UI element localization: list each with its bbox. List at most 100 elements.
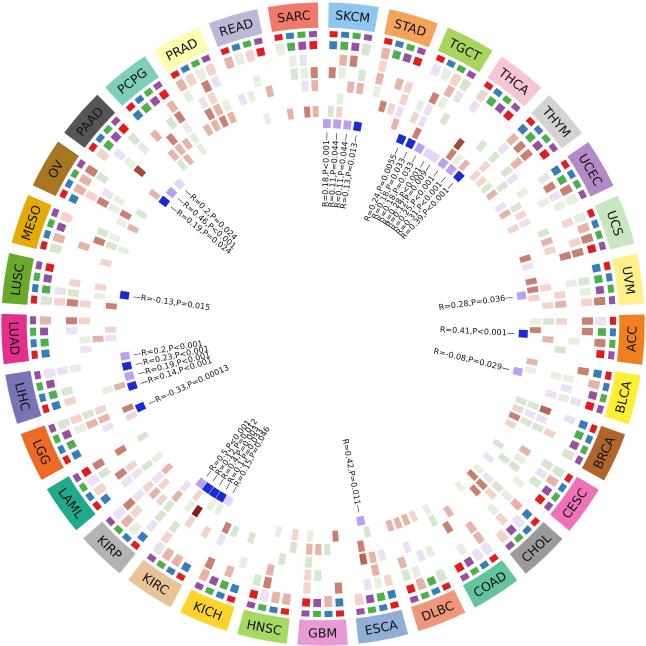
feature-cell-inner xyxy=(569,440,580,451)
heatmap-cell xyxy=(510,157,523,170)
heatmap-cell xyxy=(101,187,115,200)
heatmap-cell xyxy=(141,459,154,472)
heatmap-cell xyxy=(514,209,527,221)
feature-cell xyxy=(204,586,215,596)
heatmap-cell xyxy=(465,520,478,534)
heatmap-cell xyxy=(594,316,607,325)
heatmap-cell xyxy=(403,81,414,94)
heatmap-cell xyxy=(511,514,525,528)
feature-cell xyxy=(564,473,574,484)
heatmap-cell xyxy=(301,80,309,92)
heatmap-cell xyxy=(289,541,298,554)
feature-cell-inner xyxy=(586,244,597,254)
feature-cell xyxy=(70,168,80,179)
cancer-label-box-cesc xyxy=(549,475,600,532)
heatmap-cell xyxy=(565,279,578,288)
heatmap-cell xyxy=(221,521,232,535)
feature-cell-inner xyxy=(521,508,533,520)
feature-cell xyxy=(416,47,427,56)
feature-cell xyxy=(38,393,47,403)
feature-cell-inner xyxy=(351,42,360,52)
feature-cell xyxy=(110,116,121,127)
feature-cell xyxy=(175,572,186,582)
heatmap-cell xyxy=(238,556,249,569)
heatmap-cell xyxy=(332,530,339,542)
heatmap-cell xyxy=(454,480,466,493)
heatmap-cell xyxy=(377,60,388,73)
heatmap-cell xyxy=(537,172,551,185)
feature-cell xyxy=(577,189,587,200)
feature-cell xyxy=(431,586,441,596)
feature-cell xyxy=(420,591,430,600)
heatmap-cell xyxy=(442,505,455,518)
feature-cell xyxy=(146,553,157,563)
feature-cell-inner xyxy=(335,598,344,607)
heatmap-cell xyxy=(213,502,224,516)
feature-cell xyxy=(541,133,551,144)
heatmap-cell xyxy=(581,317,594,325)
heatmap-cell xyxy=(96,196,110,209)
heatmap-cell xyxy=(263,112,272,125)
heatmap-cell xyxy=(274,525,283,538)
heatmap-cell xyxy=(310,67,318,79)
feature-cell-inner xyxy=(505,524,517,536)
heatmap-cell xyxy=(121,403,135,414)
heatmap-cell xyxy=(541,301,554,309)
heatmap-cell xyxy=(469,484,482,497)
feature-cell xyxy=(603,261,611,271)
annotation-cell xyxy=(215,491,227,503)
heatmap-cell xyxy=(554,300,567,309)
heatmap-cell xyxy=(67,288,80,297)
heatmap-cell xyxy=(195,68,207,82)
heatmap-cell xyxy=(555,317,568,325)
feature-cell-inner xyxy=(61,429,73,440)
heatmap-cell xyxy=(115,217,128,229)
feature-cell xyxy=(48,423,57,434)
feature-cell-inner xyxy=(556,174,568,186)
heatmap-cell xyxy=(134,208,148,220)
feature-cell xyxy=(308,31,318,38)
cancer-label-box-ucec xyxy=(566,141,615,198)
feature-cell xyxy=(389,601,400,609)
heatmap-cell xyxy=(540,236,554,247)
heatmap-cell xyxy=(78,317,91,325)
heatmap-cell xyxy=(179,480,192,493)
heatmap-cell xyxy=(515,187,529,199)
annotation-label: R=0.41,P<0.001— xyxy=(440,325,515,338)
heatmap-cell xyxy=(97,466,111,480)
heatmap-cell xyxy=(537,227,550,238)
heatmap-cell xyxy=(377,549,387,562)
feature-cell-inner xyxy=(40,338,49,347)
heatmap-cell xyxy=(383,574,394,587)
feature-cell-inner xyxy=(229,583,240,594)
feature-cell-inner xyxy=(587,390,598,401)
heatmap-cell xyxy=(93,482,107,496)
heatmap-cell xyxy=(443,84,455,99)
heatmap-cell xyxy=(291,528,299,541)
heatmap-cell xyxy=(518,217,532,229)
feature-cell-inner xyxy=(412,56,423,67)
heatmap-cell xyxy=(206,498,217,512)
heatmap-cell xyxy=(174,143,187,156)
heatmap-cell xyxy=(113,506,127,520)
heatmap-cell xyxy=(506,173,519,185)
feature-cell-inner xyxy=(402,53,413,63)
heatmap-cell xyxy=(466,469,479,481)
heatmap-cell xyxy=(168,520,181,534)
feature-cell xyxy=(134,94,145,105)
annotation-cell xyxy=(333,119,342,129)
heatmap-cell xyxy=(107,203,121,215)
feature-cell xyxy=(513,533,524,543)
heatmap-cell xyxy=(540,458,554,471)
feature-cell-inner xyxy=(140,102,152,114)
heatmap-cell xyxy=(265,563,275,577)
heatmap-cell xyxy=(93,292,106,300)
feature-cell xyxy=(201,54,211,64)
heatmap-cell xyxy=(529,327,541,334)
heatmap-cell xyxy=(165,132,179,146)
annotation-cell xyxy=(518,329,528,338)
heatmap-cell xyxy=(355,82,365,95)
feature-cell xyxy=(59,189,69,199)
feature-cell xyxy=(29,316,37,325)
